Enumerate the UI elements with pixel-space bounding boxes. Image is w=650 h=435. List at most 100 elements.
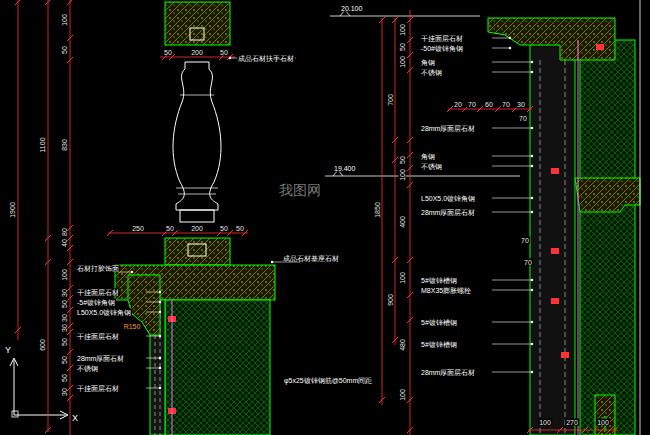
annotation-text: 干挂面层石材 [76,289,120,296]
dimension-line [108,233,248,234]
dimension-tick [407,17,413,23]
steel-bracket [551,168,559,174]
dimension-tick [67,329,73,335]
dimension-tick [407,317,413,323]
plinth-core [188,244,206,256]
dimension-tick [67,365,73,371]
dimension-text: 1850 [374,201,381,219]
dimension-text: 50 [235,225,245,232]
dimension-tick [67,0,73,5]
ucs-icon [10,358,68,419]
dimension-text: 900 [387,293,394,307]
ucs-box [12,411,18,417]
facade-joint [540,60,565,435]
leader-dot [531,289,533,291]
leader-line [492,72,532,73]
dimension-line [18,0,19,340]
dimension-line [528,430,618,431]
ucs-axes [10,358,68,419]
leader-dot [531,343,533,345]
dimension-text: 1900 [9,201,16,219]
annotation-text: 干挂面层石材 [76,333,120,340]
dimension-text: 60 [484,101,494,108]
dimension-tick [67,307,73,313]
annotation-text: 5#镀锌槽钢 [420,319,458,326]
annotation-text: 角钢 [420,59,436,66]
annotation-text: 不锈钢 [76,365,99,372]
leader-dot [271,261,273,263]
dimension-text: 50 [61,299,68,309]
dimension-text: 30 [61,313,68,323]
leader-dot [531,61,533,63]
dimension-line [448,109,532,110]
dimension-text: 830 [61,138,68,152]
leader-line [492,280,532,281]
annotation-text: X [71,414,79,423]
dimension-text: 50 [61,45,68,55]
dimension-text: 600 [39,338,46,352]
annotation-text: 5#镀锌槽钢 [420,277,458,284]
handrail-core [190,28,204,40]
dimension-line [48,262,49,432]
annotation-text: 5#镀锌槽钢 [420,341,458,348]
dimension-text: 70 [523,259,533,266]
annotation-text: 28mm厚面层石材 [420,209,476,216]
dimension-text: 100 [538,419,552,426]
leader-dot [531,127,533,129]
facade-stone [530,25,575,435]
leader-line [492,198,532,199]
dimension-tick [495,106,501,112]
handrail-stone [165,2,230,45]
leader-dot [229,57,231,59]
dimension-text: 50 [163,49,173,56]
dimension-tick [67,349,73,355]
leader-dot [509,37,511,39]
dimension-tick [407,165,413,171]
leader-line [146,368,160,369]
dimension-tick [15,327,21,333]
annotation-text: 干挂面层石材 [76,385,120,392]
dimension-tick [407,257,413,263]
dimension-text: 400 [399,215,406,229]
dimension-text: 30 [61,387,68,397]
dimension-tick [67,35,73,41]
dimension-tick [67,285,73,291]
leader-dot [531,155,533,157]
dimension-tick [67,245,73,251]
leader-dot [509,47,511,49]
dimension-text: 100 [61,268,68,282]
dimension-text: 50 [165,225,175,232]
dimension-line [70,0,71,435]
dimension-tick [379,397,385,403]
annotation-text: 28mm厚面层石材 [420,369,476,376]
dimension-tick [67,57,73,63]
dimension-text: 100 [399,168,406,182]
cornice-stone [488,18,615,60]
dimension-text: 70 [501,101,511,108]
annotation-text: L50X5.0镀锌角钢 [76,309,132,316]
steel-bracket [551,248,559,254]
annotation-text: 成品石材基座石材 [282,255,340,262]
annotation-text: 角钢 [420,153,436,160]
leader-line [146,388,160,389]
dimension-text: 100 [399,271,406,285]
leader-line [146,302,160,303]
backing-wall [580,40,635,435]
dimension-text: 1100 [39,136,46,153]
cornice-section [325,0,640,435]
dimension-text: 20 [453,101,463,108]
leader-line [146,312,160,313]
dimension-tick [67,385,73,391]
annotation-text: 我图网 [278,183,322,197]
dimension-tick [45,235,51,241]
dimension-text: 40 [61,238,68,248]
leader-line [272,262,300,263]
dimension-tick [407,67,413,73]
steel-channel [172,300,173,435]
leader-line [492,62,532,63]
dimension-text: 30 [61,323,68,333]
dimension-text: 70 [518,115,528,122]
dimension-text: 200 [190,225,204,232]
leader-line [492,212,532,213]
